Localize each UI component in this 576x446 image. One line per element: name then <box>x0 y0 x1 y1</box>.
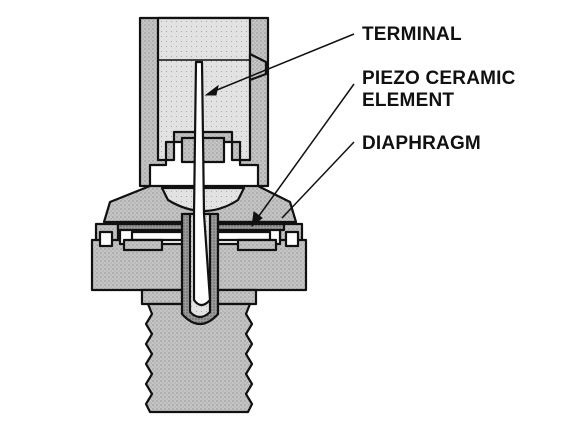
piezo-arrowhead <box>251 211 263 228</box>
leader-lines <box>204 33 355 228</box>
label-piezo-line1: PIEZO CERAMIC <box>362 68 516 89</box>
diaphragm-leader <box>281 141 355 219</box>
callout-labels: TERMINAL PIEZO CERAMIC ELEMENT DIAPHRAGM <box>362 24 516 154</box>
label-diaphragm: DIAPHRAGM <box>362 133 481 154</box>
terminal-pin <box>180 60 220 326</box>
threaded-stud <box>144 302 254 414</box>
terminal-leader <box>211 33 355 93</box>
terminal-arrowhead <box>204 84 219 96</box>
label-terminal: TERMINAL <box>362 24 462 45</box>
label-piezo-line2: ELEMENT <box>362 90 454 111</box>
connector-housing <box>138 16 270 188</box>
piezo-leader <box>255 83 355 221</box>
